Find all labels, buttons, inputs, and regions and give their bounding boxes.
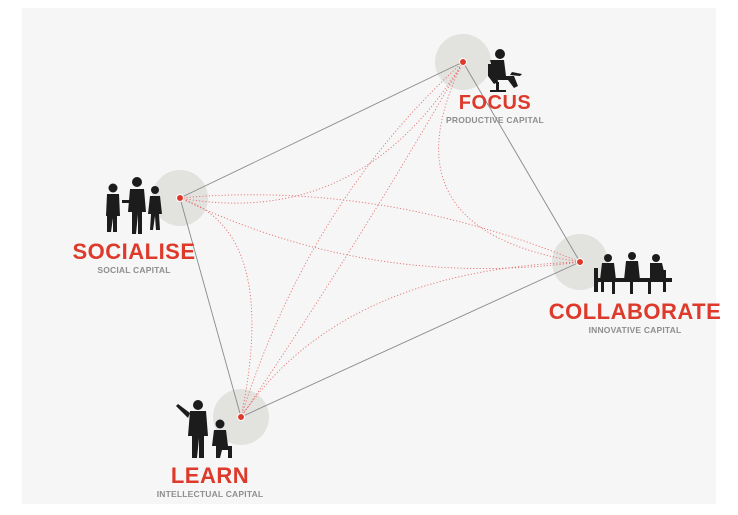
focus-subtitle: PRODUCTIVE CAPITAL (446, 115, 544, 125)
edge-collaborate-learn (240, 261, 581, 418)
curve-focus-learn-right (240, 61, 464, 418)
person-in-chair-icon (488, 49, 522, 92)
focus-node (459, 58, 467, 66)
collaborate-title: COLLABORATE (548, 299, 722, 324)
socialise-node (176, 194, 184, 202)
curve-socialise-focus (179, 61, 464, 204)
curve-learn-socialise (179, 197, 253, 418)
edge-focus-socialise (179, 61, 464, 199)
socialise-title: SOCIALISE (72, 239, 196, 264)
collaborate-subtitle: INNOVATIVE CAPITAL (588, 325, 682, 335)
socialise-subtitle: SOCIAL CAPITAL (97, 265, 171, 275)
socialise-label: SOCIALISE SOCIAL CAPITAL (72, 241, 195, 275)
people-standing-icon (106, 177, 162, 234)
collaborate-node (576, 258, 584, 266)
curve-focus-collaborate (438, 61, 581, 263)
learn-label: LEARN INTELLECTUAL CAPITAL (157, 465, 264, 499)
curve-focus-learn-left (240, 61, 464, 418)
people-at-table-icon (594, 252, 672, 294)
curve-socialise-collaborate-upper (179, 194, 581, 263)
focus-label: FOCUS PRODUCTIVE CAPITAL (446, 93, 544, 125)
learn-node (237, 413, 245, 421)
edge-learn-socialise (179, 197, 242, 418)
learn-title: LEARN (170, 463, 250, 488)
focus-title: FOCUS (458, 92, 532, 114)
edge-focus-collaborate (462, 61, 581, 263)
learn-subtitle: INTELLECTUAL CAPITAL (156, 489, 264, 499)
people-pointing-icon (176, 400, 232, 458)
curve-socialise-collaborate-lower (179, 197, 581, 269)
collaborate-label: COLLABORATE INNOVATIVE CAPITAL (549, 301, 722, 335)
